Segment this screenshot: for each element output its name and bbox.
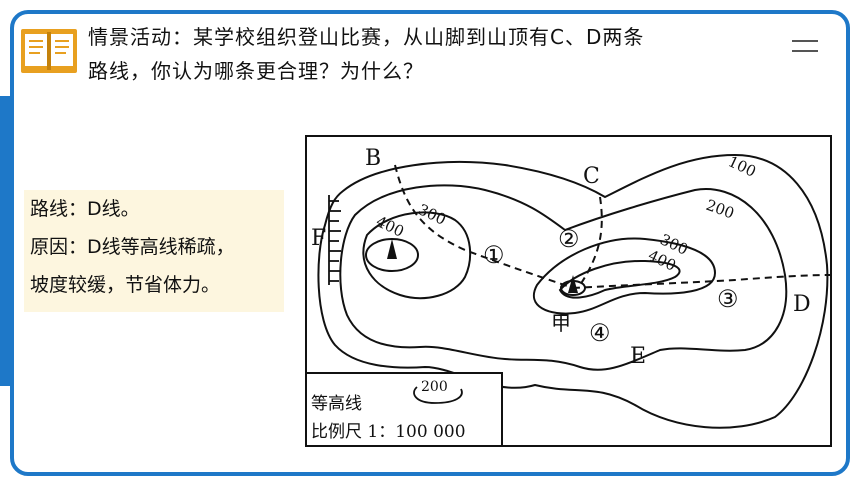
label-jia: 甲 <box>551 311 571 335</box>
route-label-4: ④ <box>589 319 611 347</box>
answer-box: 路线：D线。 原因：D线等高线稀疏， 坡度较缓，节省体力。 <box>24 190 284 312</box>
contour-100 <box>317 153 829 429</box>
question-line-1: 情景活动：某学校组织登山比赛，从山脚到山顶有C、D两条 <box>88 25 645 49</box>
decorative-dash-1 <box>792 40 818 42</box>
question-text: 情景活动：某学校组织登山比赛，从山脚到山顶有C、D两条 路线，你认为哪条更合理？… <box>88 20 788 88</box>
legend-scale-label: 比例尺 1：100 000 <box>311 422 466 442</box>
label-f: F <box>311 226 326 251</box>
route-d-line <box>572 274 831 289</box>
legend-box <box>305 372 503 447</box>
cliff-symbol <box>328 195 341 285</box>
question-line-2: 路线，你认为哪条更合理？为什么？ <box>88 59 424 83</box>
label-d: D <box>793 292 811 317</box>
route-b-line <box>394 164 574 289</box>
peak-left-icon <box>387 239 397 259</box>
legend-contour-label: 等高线 <box>311 394 362 414</box>
legend-contour-value: 200 <box>421 379 448 395</box>
route-label-2: ② <box>558 225 580 253</box>
route-label-1: ① <box>483 241 505 269</box>
label-c: C <box>583 164 600 189</box>
contour-200 <box>339 184 788 371</box>
label-b: B <box>365 146 381 171</box>
book-icon <box>21 29 77 73</box>
answer-line-1: 路线：D线。 <box>30 198 140 220</box>
contour-300-left <box>362 211 472 300</box>
contour-400-right <box>558 259 681 299</box>
route-label-3: ③ <box>717 285 739 313</box>
answer-line-2: 原因：D线等高线稀疏， <box>30 236 235 258</box>
answer-line-3: 坡度较缓，节省体力。 <box>30 274 221 296</box>
contour-map: B C D E F 甲 100 200 300 300 400 400 ① ② … <box>305 135 832 447</box>
legend-contour-sample <box>413 386 463 404</box>
decorative-dash-2 <box>792 50 818 52</box>
label-e: E <box>630 344 646 369</box>
contour-300-right <box>533 237 717 315</box>
